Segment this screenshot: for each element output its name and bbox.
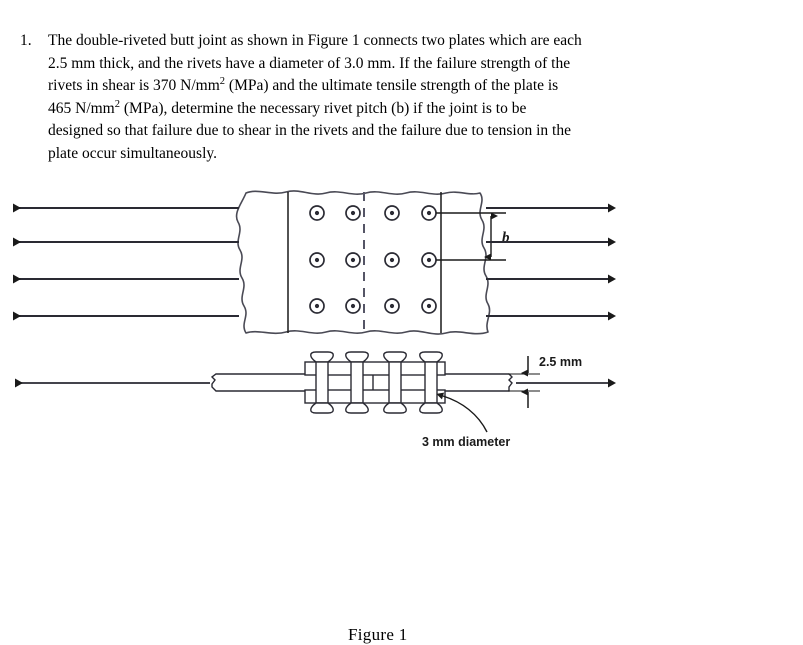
rivet-top-view (345, 252, 361, 268)
diameter-callout-label: 3 mm diameter (422, 435, 510, 449)
problem-number: 1. (20, 32, 32, 49)
figure-caption: Figure 1 (348, 625, 408, 644)
problem-text: The double-riveted butt joint as shown i… (48, 30, 782, 165)
right-load-arrows (486, 203, 616, 321)
rivet-top-view (421, 205, 437, 221)
rivet-top-view (384, 252, 400, 268)
problem-line-4-superscript: 2 (114, 98, 121, 110)
problem-line-6-text: plate occur simultaneously. (48, 144, 218, 162)
rivet-top-view (345, 205, 361, 221)
problem-line-3-text-a: rivets in shear is 370 N/mm (48, 77, 220, 94)
figure-1: b (0, 180, 803, 644)
diameter-callout: 3 mm diameter (422, 392, 510, 449)
thickness-dimension: 2.5 mm (508, 355, 582, 408)
pitch-dimension-b: b (436, 212, 510, 261)
rivet-side-view (419, 351, 443, 414)
page-root: 1. The double-riveted butt joint as show… (0, 30, 803, 644)
rivet-top-view (309, 298, 325, 314)
problem-line-2: 2.5 mm thick, and the rivets have a diam… (48, 53, 782, 76)
problem-line-4-text-b: (MPa), determine the necessary rivet pit… (120, 99, 527, 117)
figure-1-drawing: b (12, 190, 616, 449)
upper-cover-plate (304, 361, 446, 376)
problem-line-5-text: designed so that failure due to shear in… (48, 122, 571, 139)
rivet-top-view (309, 205, 325, 221)
problem-line-6: plate occur simultaneously. (48, 143, 782, 166)
problem-statement: 1. The double-riveted butt joint as show… (20, 30, 782, 165)
rivet-side-view (310, 351, 334, 414)
rivet-top-view (384, 298, 400, 314)
problem-line-2-text: 2.5 mm thick, and the rivets have a diam… (48, 54, 571, 72)
diameter-leader-line (436, 392, 488, 433)
rivet-top-view (309, 252, 325, 268)
rivet-top-view (384, 205, 400, 221)
pitch-dimension-label: b (502, 230, 510, 246)
problem-line-3: rivets in shear is 370 N/mm2 (MPa) and t… (48, 75, 782, 98)
problem-line-5: designed so that failure due to shear in… (48, 120, 782, 143)
rivet-top-view (421, 298, 437, 314)
rivet-top-view (421, 252, 437, 268)
problem-line-1-text: The double-riveted butt joint as shown i… (48, 32, 582, 49)
problem-line-1: The double-riveted butt joint as shown i… (48, 30, 782, 53)
top-view: b (12, 190, 616, 335)
problem-line-3-text-b: (MPa) and the ultimate tensile strength … (225, 77, 559, 94)
thickness-dimension-label: 2.5 mm (539, 355, 582, 369)
problem-line-4: 465 N/mm2 (MPa), determine the necessary… (48, 98, 782, 121)
left-load-arrows (12, 203, 239, 321)
problem-line-3-superscript: 2 (219, 75, 226, 87)
rivet-top-view (345, 298, 361, 314)
side-view: 2.5 mm 3 mm diameter (14, 351, 616, 449)
rivet-grid-top-view (309, 205, 437, 314)
rivet-side-view (383, 351, 407, 414)
problem-line-4-text-a: 465 N/mm (48, 99, 115, 117)
rivet-side-view (345, 351, 369, 414)
rivet-group-side-view (310, 351, 443, 414)
